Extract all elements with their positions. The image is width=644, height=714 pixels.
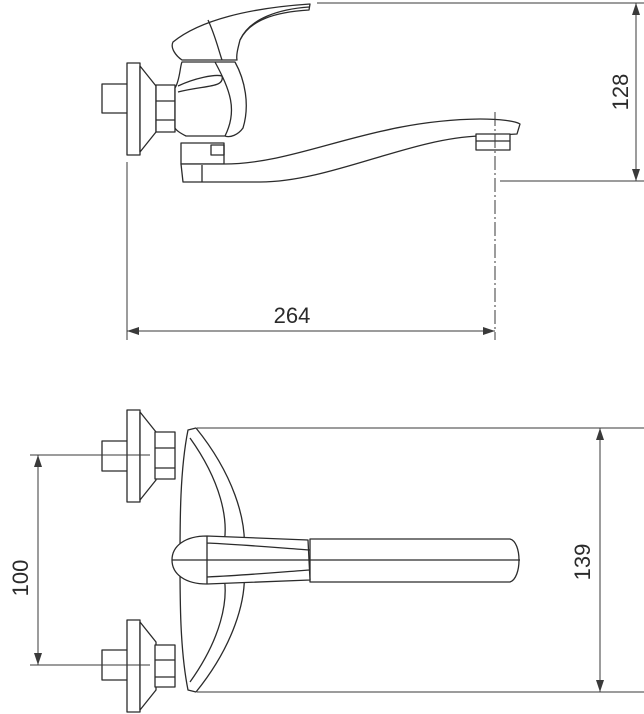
side-view (101, 3, 521, 183)
lever-handle (171, 3, 311, 61)
wall-flange-lower (126, 619, 141, 713)
nut (155, 84, 176, 133)
nut-lower (154, 644, 176, 688)
top-view (101, 409, 520, 713)
wall-flange-upper (126, 409, 141, 503)
spout (180, 118, 521, 183)
dimension-height: 128 (317, 2, 644, 182)
valve-body (174, 61, 247, 138)
dimension-reach: 264 (126, 112, 496, 340)
flange-cone (139, 65, 157, 153)
aerator (475, 133, 511, 151)
wall-flange (126, 62, 141, 156)
nut-upper (154, 431, 176, 480)
dimension-label-139: 139 (570, 544, 595, 581)
inlet-stub-upper (101, 440, 129, 472)
inlet-stub (101, 83, 129, 114)
dimension-inlet-spacing: 100 (8, 454, 150, 666)
dimension-label-100: 100 (8, 560, 33, 597)
dimension-label-128: 128 (608, 74, 633, 111)
spout-collar (180, 142, 225, 165)
dimension-label-264: 264 (274, 303, 311, 328)
dimension-depth: 139 (197, 427, 644, 693)
